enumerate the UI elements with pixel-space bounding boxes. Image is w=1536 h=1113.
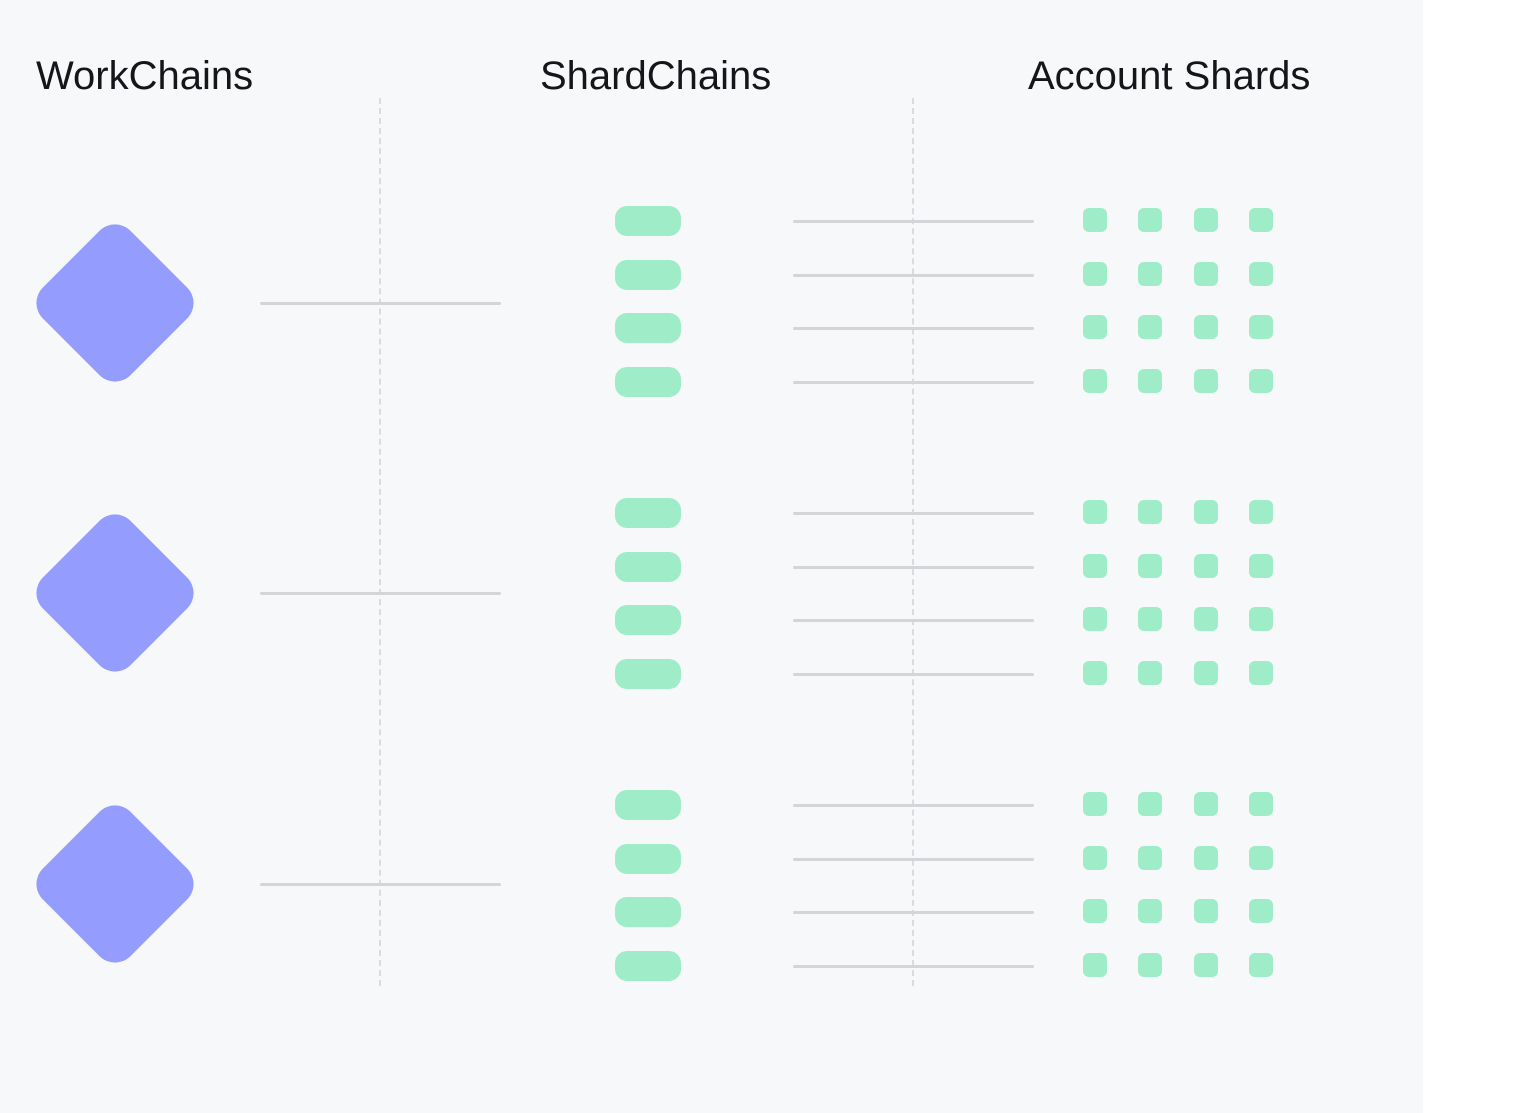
shardchain-connector: [793, 672, 1034, 676]
shardchain-connector: [793, 273, 1034, 277]
account-shard: [1194, 500, 1218, 524]
account-shard: [1194, 553, 1218, 578]
account-shard: [1138, 899, 1162, 923]
account-shard: [1194, 315, 1218, 339]
account-shard: [1194, 660, 1218, 685]
shardchain-pill: [615, 498, 681, 528]
workchain-node: [27, 505, 203, 681]
shardchain-pill: [615, 790, 681, 820]
shardchain-connector: [793, 911, 1034, 914]
account-shard: [1249, 315, 1273, 339]
account-shard: [1249, 208, 1273, 232]
shardchain-connector: [793, 220, 1034, 223]
divider-dashed-line: [379, 98, 381, 986]
account-shard: [1083, 792, 1107, 816]
account-shard: [1138, 845, 1162, 870]
shardchain-pill: [615, 313, 681, 343]
account-shard: [1138, 261, 1162, 286]
shardchain-pill: [615, 259, 681, 290]
account-shard: [1194, 952, 1218, 977]
shardchain-pill: [615, 843, 681, 874]
account-shard: [1083, 899, 1107, 923]
shardchain-connector: [793, 804, 1034, 807]
shardchain-pill: [615, 206, 681, 236]
shardchain-connector: [793, 565, 1034, 569]
account-shard: [1249, 500, 1273, 524]
account-shard: [1194, 208, 1218, 232]
shardchain-connector: [793, 964, 1034, 968]
account-shard: [1249, 261, 1273, 286]
account-shard: [1194, 845, 1218, 870]
account-shard: [1083, 500, 1107, 524]
shardchain-connector: [793, 619, 1034, 622]
account-shard: [1138, 792, 1162, 816]
account-shard: [1083, 845, 1107, 870]
workchain-connector: [260, 302, 501, 305]
diagram-canvas: WorkChains ShardChains Account Shards: [27, 54, 1311, 986]
account-shard: [1138, 208, 1162, 232]
shardchain-connector: [793, 380, 1034, 384]
account-shard: [1138, 660, 1162, 685]
account-shards-heading: Account Shards: [1028, 54, 1311, 98]
shardchain-pill: [615, 366, 681, 397]
account-shard: [1138, 952, 1162, 977]
account-shard: [1083, 315, 1107, 339]
workchain-node: [27, 796, 203, 972]
workchain-connector: [260, 592, 501, 595]
account-shard: [1249, 952, 1273, 977]
account-shard: [1138, 500, 1162, 524]
account-shard: [1249, 553, 1273, 578]
workchain-connector: [260, 883, 501, 886]
workchain-node: [27, 215, 203, 391]
shardchain-pill: [615, 950, 681, 981]
account-shard: [1194, 899, 1218, 923]
shardchain-connector: [793, 327, 1034, 330]
account-shard: [1249, 845, 1273, 870]
account-shard: [1138, 607, 1162, 631]
account-shard: [1249, 368, 1273, 393]
account-shard: [1083, 208, 1107, 232]
shardchain-pill: [615, 551, 681, 582]
account-shard: [1083, 368, 1107, 393]
shardchain-connector: [793, 857, 1034, 861]
shardchain-pill: [615, 658, 681, 689]
account-shard: [1194, 607, 1218, 631]
shardchain-pill: [615, 897, 681, 927]
account-shard: [1194, 792, 1218, 816]
account-shard: [1083, 607, 1107, 631]
account-shard: [1083, 660, 1107, 685]
account-shard: [1194, 368, 1218, 393]
shardchain-pill: [615, 605, 681, 635]
shardchains-heading: ShardChains: [540, 54, 772, 98]
account-shard: [1249, 792, 1273, 816]
account-shard: [1138, 315, 1162, 339]
workchains-heading: WorkChains: [36, 54, 254, 98]
account-shard: [1138, 368, 1162, 393]
account-shard: [1249, 607, 1273, 631]
account-shard: [1083, 261, 1107, 286]
account-shard: [1249, 660, 1273, 685]
account-shard: [1194, 261, 1218, 286]
shardchain-connector: [793, 512, 1034, 515]
account-shard: [1083, 553, 1107, 578]
account-shard: [1249, 899, 1273, 923]
account-shard: [1138, 553, 1162, 578]
divider-dashed-line: [912, 98, 914, 986]
account-shard: [1083, 952, 1107, 977]
